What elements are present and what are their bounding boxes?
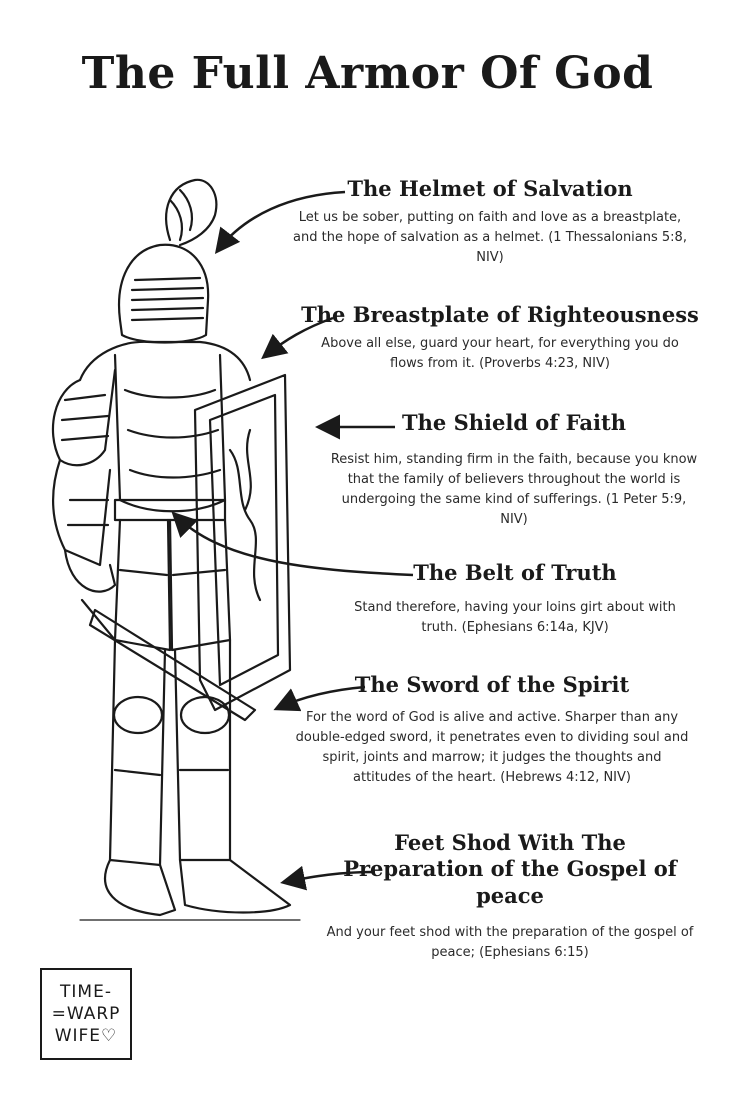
arrow-sword: [273, 685, 366, 712]
breastplate-text: Above all else, guard your heart, for ev…: [321, 336, 679, 372]
time-warp-wife-logo: TIME- =WARP WIFE♡: [40, 968, 132, 1060]
shield-text: Resist him, standing firm in the faith, …: [330, 452, 698, 528]
breastplate-heading: The Breastplate of Righteousness: [301, 302, 699, 327]
belt-text: Stand therefore, having your loins girt …: [354, 600, 676, 636]
helmet-text: Let us be sober, putting on faith and lo…: [293, 210, 687, 266]
section-shield: The Shield of Faith Resist him, standing…: [328, 410, 700, 530]
section-belt: The Belt of Truth Stand therefore, havin…: [340, 560, 690, 638]
section-breastplate: The Breastplate of Righteousness Above a…: [300, 302, 700, 374]
logo-line-2: =WARP: [51, 1004, 121, 1024]
sword-text: For the word of God is alive and active.…: [295, 710, 689, 786]
sword-heading: The Sword of the Spirit: [354, 672, 630, 697]
arrow-breastplate: [261, 316, 334, 360]
shield-heading: The Shield of Faith: [402, 410, 626, 435]
section-helmet: The Helmet of Salvation Let us be sober,…: [290, 176, 690, 268]
feet-heading: Feet Shod With The Preparation of the Go…: [343, 830, 677, 908]
knight-illustration: [51, 178, 301, 921]
arrow-feet: [280, 865, 376, 891]
section-feet: Feet Shod With The Preparation of the Go…: [325, 830, 695, 963]
arrow-belt: [171, 511, 414, 577]
arrow-helmet: [214, 190, 346, 254]
logo-line-3: WIFE♡: [54, 1026, 118, 1046]
page-title: The Full Armor Of God: [81, 48, 654, 99]
section-sword: The Sword of the Spirit For the word of …: [292, 672, 692, 788]
belt-heading: The Belt of Truth: [413, 560, 617, 585]
logo-line-1: TIME-: [60, 982, 112, 1002]
feet-text: And your feet shod with the preparation …: [326, 924, 694, 960]
helmet-heading: The Helmet of Salvation: [347, 176, 633, 201]
